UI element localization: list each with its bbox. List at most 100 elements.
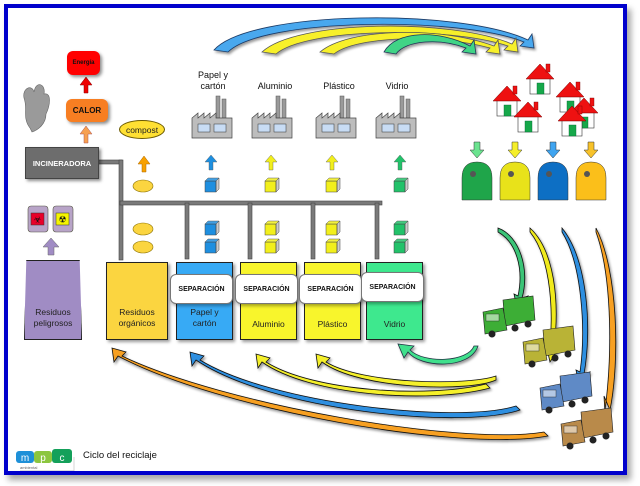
bag-residuos-peligrosos: Residuos peligrosos — [24, 260, 82, 340]
factory-icon — [251, 95, 293, 139]
bottom-arrows — [111, 343, 549, 440]
smoke-icon — [23, 84, 50, 133]
factory-icon — [191, 95, 233, 139]
arc-arrow-blue — [213, 17, 535, 53]
arrow-down-icon — [583, 141, 599, 159]
material-cube — [393, 238, 409, 254]
material-cube — [264, 177, 280, 193]
energia-box: Energía — [67, 51, 100, 75]
factory-label-aluminio: Aluminio — [257, 81, 293, 91]
organic-oval — [132, 240, 154, 254]
bag-label: Residuos peligrosos — [33, 307, 73, 328]
house-icon — [557, 105, 587, 137]
recycling-container — [461, 161, 493, 201]
arrow-down-icon — [507, 141, 523, 159]
material-cubes — [204, 154, 409, 254]
truck-icon — [482, 295, 536, 338]
return-arrow-orange — [111, 347, 549, 440]
material-cube — [204, 220, 220, 236]
organic-oval — [132, 179, 154, 193]
material-cube — [204, 177, 220, 193]
side-arrow-orange — [595, 227, 617, 431]
bag-label: Residuos orgánicos — [118, 307, 156, 328]
energia-label: Energía — [72, 60, 95, 66]
bag-label: Plástico — [317, 319, 348, 329]
factory-label-papel: Papel y cartón — [197, 70, 229, 91]
radioactive-icon: ☢ — [58, 215, 66, 225]
material-cube — [393, 220, 409, 236]
logo-block-p — [34, 451, 52, 463]
truck-icon — [522, 325, 576, 368]
arrow-up-icon — [204, 154, 218, 171]
incineradora-box: INCINERADORA — [25, 147, 99, 179]
material-cube — [325, 177, 341, 193]
truck-icon — [539, 371, 593, 414]
factory-label-vidrio: Vidrio — [385, 81, 409, 91]
diagram-frame — [4, 4, 627, 475]
svg-text:ambiental: ambiental — [20, 465, 37, 470]
return-arrow-green — [397, 343, 479, 365]
separacion-label-plastico: SEPARACIÓN — [299, 274, 362, 304]
bag-label: Aluminio — [252, 319, 285, 329]
arrow-up-icon — [393, 154, 407, 171]
factory-icon — [375, 95, 417, 139]
calor-label: CALOR — [72, 106, 102, 115]
svg-text:m: m — [21, 453, 29, 464]
arrow-up-icon — [325, 154, 339, 171]
compost-label: compost — [125, 124, 159, 135]
svg-text:c: c — [60, 453, 65, 464]
material-cube — [393, 177, 409, 193]
side-arrow-blue — [561, 226, 591, 390]
house-icon — [513, 101, 543, 133]
truck-icon — [560, 407, 614, 450]
house-icon — [525, 63, 555, 95]
containers — [461, 141, 607, 201]
top-arrows — [213, 17, 535, 55]
arc-arrow-green — [383, 34, 477, 55]
incineradora-label: INCINERADORA — [32, 158, 92, 168]
separacion-label-vidrio: SEPARACIÓN — [361, 272, 424, 302]
bag-label: Vidrio — [383, 319, 406, 329]
houses — [492, 63, 599, 137]
arrow-up-icon — [264, 154, 278, 171]
material-cube — [264, 220, 280, 236]
logo-block-m — [16, 451, 34, 463]
bag-label: Papel y cartón — [190, 307, 219, 328]
pipe-network — [96, 159, 383, 261]
return-arrow-blue — [189, 351, 521, 419]
energy-arrows — [79, 76, 93, 144]
house-icon — [492, 85, 522, 117]
material-cube — [325, 220, 341, 236]
diagram-title: Ciclo del reciclaje — [83, 450, 157, 461]
bag-residuos-organicos: Residuos orgánicos — [106, 262, 168, 340]
recycling-container — [575, 161, 607, 201]
svg-text:p: p — [40, 453, 46, 464]
material-cube — [264, 238, 280, 254]
separacion-label-papel: SEPARACIÓN — [170, 274, 233, 304]
return-arrow-yellow-1 — [315, 353, 497, 388]
arc-arrow-yellow-2 — [319, 32, 501, 55]
return-arrow-yellow-2 — [255, 353, 491, 397]
logo-block-c — [52, 449, 72, 463]
arrow-down-icon — [545, 141, 561, 159]
biohazard-icon: ☣ — [33, 215, 41, 225]
hazard-drums: ☣ ☢ — [27, 205, 74, 256]
separacion-label-aluminio: SEPARACIÓN — [235, 274, 298, 304]
recycling-container — [537, 161, 569, 201]
calor-box: CALOR — [66, 99, 108, 122]
arrow-up-orange-compost — [137, 155, 151, 173]
factories — [191, 95, 417, 139]
arrow-up-purple — [42, 237, 60, 256]
compost-oval: compost — [119, 120, 165, 139]
organic-oval — [132, 222, 154, 236]
mpc-logo: m p c ambiental — [16, 449, 75, 471]
material-cube — [204, 238, 220, 254]
factory-icon — [315, 95, 357, 139]
arrow-up-orange — [79, 125, 93, 144]
material-cube — [325, 238, 341, 254]
factory-label-plastico: Plástico — [323, 81, 355, 91]
arrow-up-red — [79, 76, 93, 94]
arc-arrow-yellow-1 — [261, 25, 519, 55]
recycling-container — [499, 161, 531, 201]
